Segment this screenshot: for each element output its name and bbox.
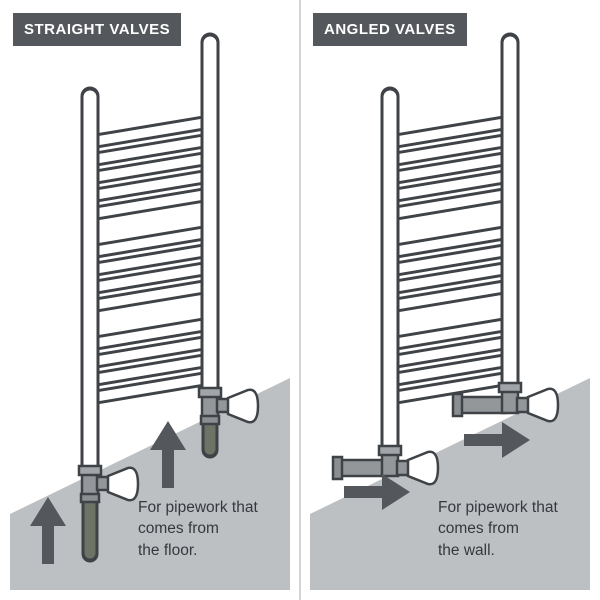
angled-valve-left — [331, 444, 440, 486]
radiator-pipes — [80, 32, 220, 478]
angled-valves-panel: ANGLED VALVES — [300, 0, 600, 600]
straight-valve-left — [77, 464, 140, 563]
caption-line: comes from — [138, 520, 219, 538]
valve-knob — [526, 387, 560, 423]
valve-knob — [406, 450, 440, 486]
valve-knob — [226, 388, 260, 424]
caption-line: the wall. — [438, 541, 495, 559]
floor-slope — [10, 378, 290, 590]
caption-line: For pipework that — [438, 499, 558, 516]
angled-valves-caption: For pipework that comes from the wall. — [438, 497, 558, 561]
angled-valves-illustration — [310, 32, 590, 590]
caption-line: For pipework that — [138, 499, 258, 516]
radiator-rungs — [382, 114, 518, 406]
radiator-rungs — [82, 114, 218, 406]
angled-valves-title: ANGLED VALVES — [313, 13, 467, 46]
right-arrow-icon — [344, 474, 410, 510]
wall-slope — [310, 378, 590, 590]
straight-valves-caption: For pipework that comes from the floor. — [138, 497, 258, 561]
angled-valve-right — [451, 381, 560, 423]
panel-divider — [299, 0, 301, 600]
up-arrow-icon — [30, 497, 66, 564]
straight-valves-panel: STRAIGHT VALVES — [10, 13, 290, 590]
up-arrow-icon — [150, 421, 186, 488]
straight-valve-right — [197, 386, 260, 459]
radiator-pipes — [380, 32, 520, 460]
straight-valves-title: STRAIGHT VALVES — [13, 13, 182, 46]
valve-knob — [106, 466, 140, 502]
caption-line: the floor. — [138, 541, 198, 559]
right-arrow-icon — [464, 422, 530, 458]
straight-valves-illustration — [10, 32, 290, 590]
caption-line: comes from — [438, 520, 519, 538]
